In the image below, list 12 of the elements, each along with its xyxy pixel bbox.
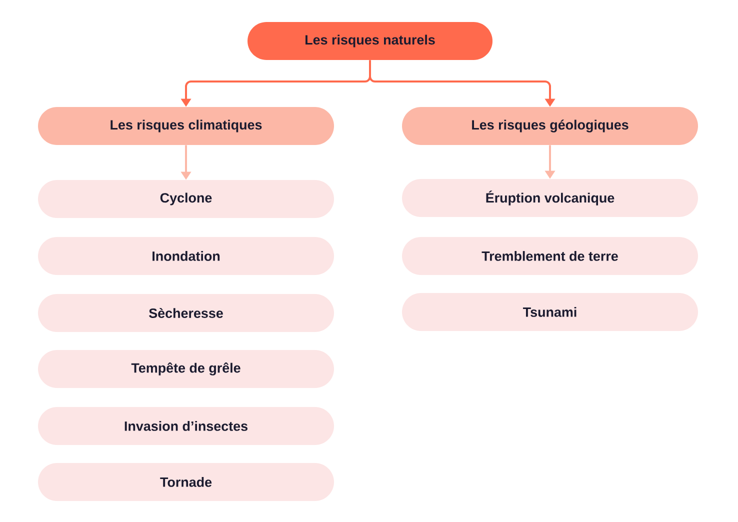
item-box: Tsunami bbox=[402, 293, 698, 331]
item-box: Inondation bbox=[38, 237, 334, 275]
root-box: Les risques naturels bbox=[248, 22, 492, 60]
item-box: Tempête de grêle bbox=[38, 350, 334, 388]
item-box: Sècheresse bbox=[38, 294, 334, 332]
item-box: Invasion d’insectes bbox=[38, 407, 334, 445]
item-box: Tornade bbox=[38, 463, 334, 501]
item-box: Tremblement de terre bbox=[402, 237, 698, 275]
item-box: Éruption volcanique bbox=[402, 179, 698, 217]
item-box: Cyclone bbox=[38, 180, 334, 218]
category-box: Les risques géologiques bbox=[402, 107, 698, 145]
category-box: Les risques climatiques bbox=[38, 107, 334, 145]
